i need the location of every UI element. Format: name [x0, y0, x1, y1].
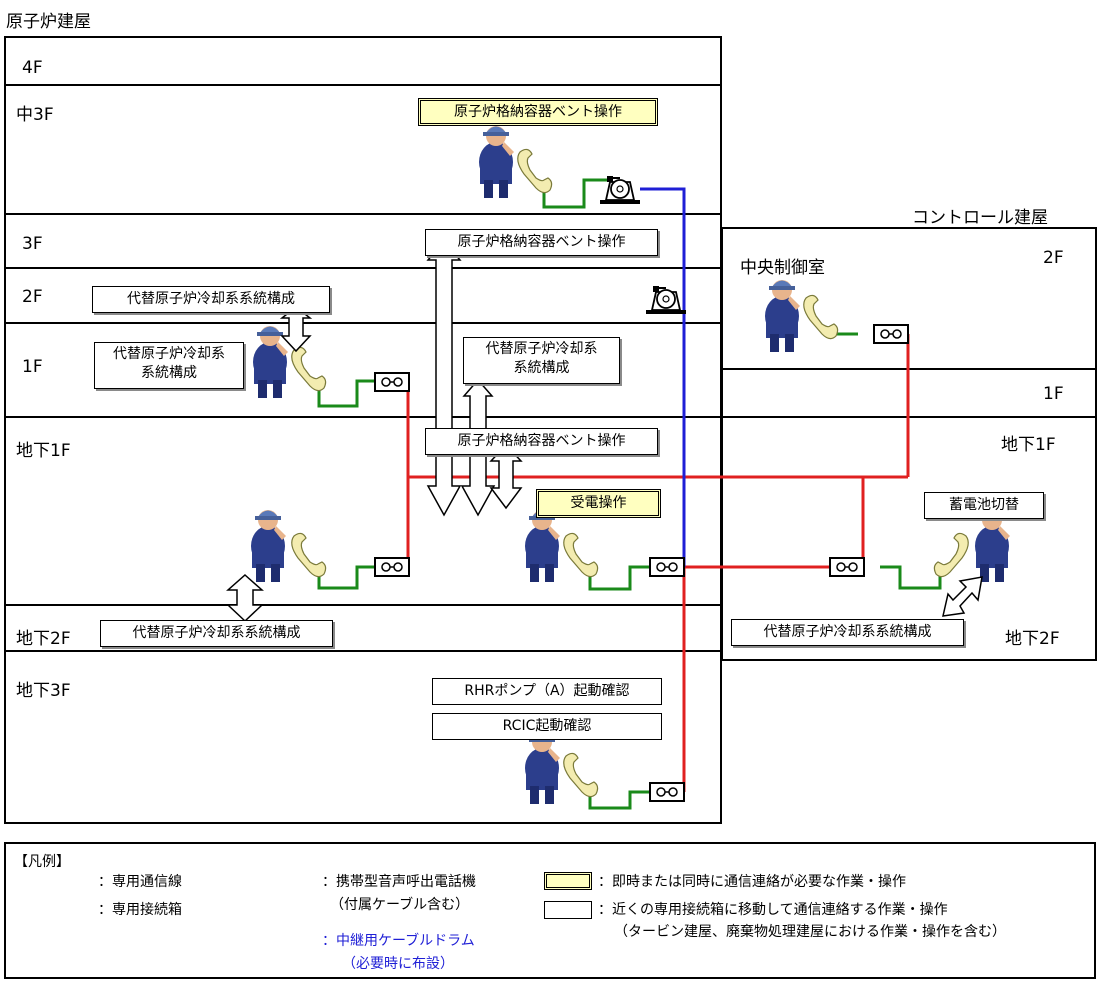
op-vent-3f: 原子炉格納容器ベント操作: [425, 229, 658, 256]
floor-divider: [4, 84, 722, 86]
control-building-frame: [721, 227, 1097, 661]
legend-box: [4, 842, 1096, 979]
cb-floor-label-b2f: 地下2F: [1005, 629, 1060, 649]
op-alt-cool-1f-left: 代替原子炉冷却系 系統構成: [94, 342, 244, 389]
op-cb-alt-cool-b2f: 代替原子炉冷却系系統構成: [731, 619, 964, 646]
legend-phone-label: ：携帯型音声呼出電話機: [322, 874, 476, 890]
legend-move-sub: （タービン建屋、廃棄物処理建屋における作業・操作を含む）: [614, 924, 1006, 940]
op-alt-cool-1f-center: 代替原子炉冷却系 系統構成: [463, 337, 620, 384]
floor-label-b2f: 地下2F: [16, 629, 71, 649]
floor-divider: [4, 322, 722, 324]
floor-divider: [4, 267, 722, 269]
legend-move-label: ：近くの専用接続箱に移動して通信連絡する作業・操作: [598, 902, 948, 918]
dedicated-line: [406, 334, 910, 792]
legend-junction-box-label: ：専用接続箱: [98, 902, 182, 918]
floor-label-1f: 1F: [22, 357, 43, 377]
legend-title: 【凡例】: [14, 854, 70, 870]
floor-divider: [4, 650, 722, 652]
floor-label-4f: 4F: [22, 58, 43, 78]
op-vent-m3f: 原子炉格納容器ベント操作: [418, 98, 658, 126]
floor-divider: [4, 604, 722, 606]
floor-divider: [4, 416, 722, 418]
op-power-receive: 受電操作: [536, 489, 661, 518]
legend-drum-sub: （必要時に布設）: [342, 956, 454, 972]
op-battery-switch: 蓄電池切替: [924, 492, 1044, 519]
op-alt-cool-2f: 代替原子炉冷却系系統構成: [92, 286, 330, 313]
floor-label-b3f: 地下3F: [16, 681, 71, 701]
op-rhr-pump: RHRポンプ（A）起動確認: [432, 678, 662, 705]
legend-phone-sub: （付属ケーブル含む）: [330, 897, 470, 913]
legend-drum-label: ：中継用ケーブルドラム: [322, 933, 475, 949]
control-room-label: 中央制御室: [740, 258, 825, 278]
floor-label-m3f: 中3F: [16, 105, 54, 125]
cb-floor-label-1f: 1F: [1043, 384, 1064, 404]
relay-cable: [640, 187, 686, 567]
cb-floor-label-b1f: 地下1F: [1001, 435, 1056, 455]
legend-move-swatch: [544, 901, 592, 919]
cb-floor-label-2f: 2F: [1043, 248, 1064, 268]
control-building-title: コントロール建屋: [912, 208, 1048, 228]
floor-divider: [4, 213, 722, 215]
legend-urgent-label: ：即時または同時に通信連絡が必要な作業・操作: [598, 874, 906, 890]
legend-urgent-swatch: [544, 872, 592, 890]
legend-dedicated-line-label: ：専用通信線: [98, 874, 182, 890]
op-vent-b1f: 原子炉格納容器ベント操作: [425, 428, 658, 455]
op-alt-cool-b2f: 代替原子炉冷却系系統構成: [100, 620, 333, 647]
op-rcic: RCIC起動確認: [432, 713, 662, 740]
floor-label-b1f: 地下1F: [16, 441, 71, 461]
floor-label-3f: 3F: [22, 234, 43, 254]
floor-label-2f: 2F: [22, 287, 43, 307]
reactor-building-title: 原子炉建屋: [6, 12, 91, 32]
